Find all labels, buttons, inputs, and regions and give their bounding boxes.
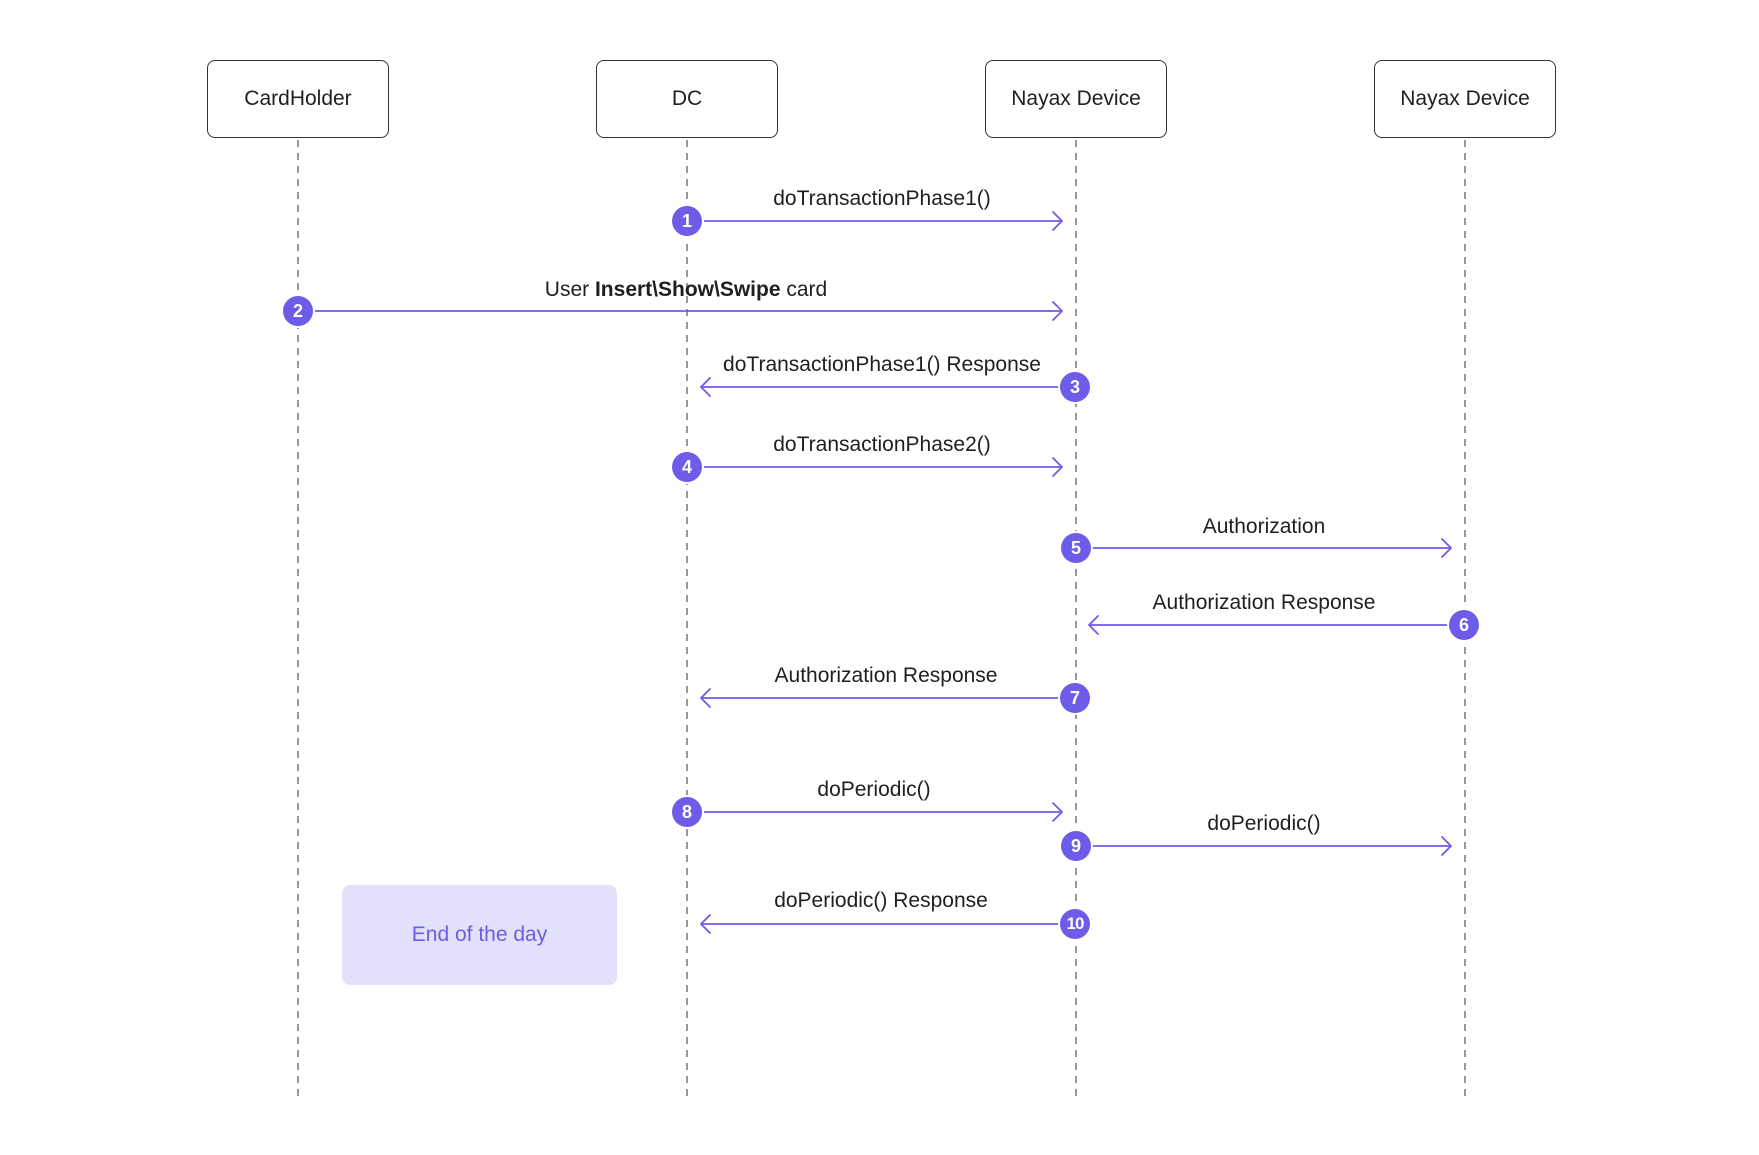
arrowhead-10 bbox=[700, 914, 711, 934]
step-badge-10: 10 bbox=[1060, 909, 1090, 939]
arrowhead-3 bbox=[700, 377, 711, 397]
actor-cardholder: CardHolder bbox=[207, 60, 389, 138]
arrowhead-4 bbox=[1052, 457, 1063, 477]
message-label-1: doTransactionPhase1() bbox=[773, 187, 991, 210]
message-label-6: Authorization Response bbox=[1152, 591, 1376, 614]
message-label-8: doPeriodic() bbox=[817, 778, 931, 801]
arrowhead-7 bbox=[700, 688, 711, 708]
arrowhead-9 bbox=[1441, 836, 1452, 856]
message-label-3: doTransactionPhase1() Response bbox=[723, 353, 1041, 376]
message-label-2: User Insert\Show\Swipe card bbox=[545, 278, 827, 302]
step-badge-2: 2 bbox=[283, 296, 313, 326]
arrowhead-8 bbox=[1052, 802, 1063, 822]
message-label-9: doPeriodic() bbox=[1207, 812, 1321, 835]
arrowhead-5 bbox=[1441, 538, 1452, 558]
message-label-2-prefix: User bbox=[544, 278, 595, 301]
message-label-2-suffix: card bbox=[780, 278, 828, 301]
actor-dc: DC bbox=[596, 60, 778, 138]
step-badge-8: 8 bbox=[672, 797, 702, 827]
step-badge-4: 4 bbox=[672, 452, 702, 482]
step-badge-6: 6 bbox=[1449, 610, 1479, 640]
arrowhead-2 bbox=[1052, 301, 1063, 321]
actor-nayax-device-1: Nayax Device bbox=[985, 60, 1167, 138]
note-label: End of the day bbox=[411, 923, 548, 946]
step-badge-3: 3 bbox=[1060, 372, 1090, 402]
arrowhead-6 bbox=[1088, 615, 1099, 635]
step-badge-7: 7 bbox=[1060, 683, 1090, 713]
step-badge-9: 9 bbox=[1061, 831, 1091, 861]
note-end-of-day: End of the day bbox=[342, 885, 617, 985]
arrowhead-1 bbox=[1052, 211, 1063, 231]
actor-nayax-device-2: Nayax Device bbox=[1374, 60, 1556, 138]
step-badge-1: 1 bbox=[672, 206, 702, 236]
message-label-5: Authorization bbox=[1202, 515, 1326, 538]
step-badge-5: 5 bbox=[1061, 533, 1091, 563]
message-label-2-bold: Insert\Show\Swipe bbox=[594, 278, 781, 301]
message-label-7: Authorization Response bbox=[774, 664, 998, 687]
message-label-4: doTransactionPhase2() bbox=[773, 433, 991, 456]
message-label-10: doPeriodic() Response bbox=[774, 889, 988, 912]
